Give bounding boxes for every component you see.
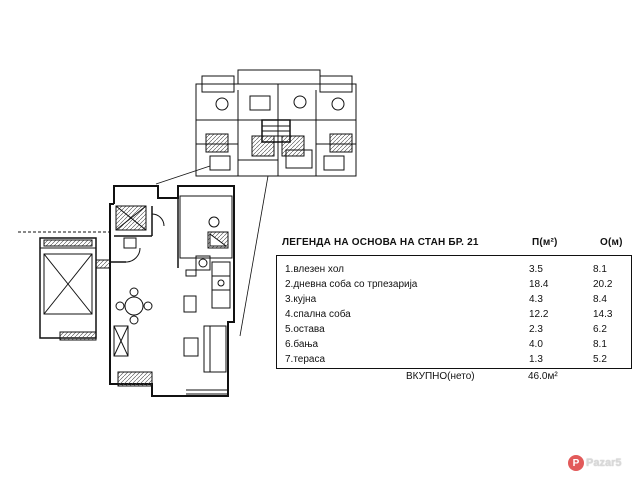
room-perimeter: 8.1 bbox=[593, 264, 607, 275]
apartment-plan bbox=[18, 185, 235, 397]
room-area: 4.3 bbox=[529, 294, 543, 305]
total-value: 46.0м² bbox=[528, 371, 558, 382]
building-key-plan bbox=[195, 69, 357, 177]
legend-row: 4.спална соба 12.2 14.3 bbox=[277, 307, 631, 322]
room-name: 2.дневна соба со трпезарија bbox=[285, 279, 418, 290]
legend-row: 1.влезен хол 3.5 8.1 bbox=[277, 262, 631, 277]
watermark: P Pazar5 bbox=[568, 452, 634, 474]
legend-row: 5.остава 2.3 6.2 bbox=[277, 322, 631, 337]
room-area: 12.2 bbox=[529, 309, 549, 320]
room-name: 4.спална соба bbox=[285, 309, 351, 320]
watermark-text: Pazar5 bbox=[586, 457, 622, 469]
room-name: 7.тераса bbox=[285, 354, 326, 365]
room-area: 1.3 bbox=[529, 354, 543, 365]
room-name: 3.кујна bbox=[285, 294, 317, 305]
room-perimeter: 8.1 bbox=[593, 339, 607, 350]
total-label: ВКУПНО(нето) bbox=[406, 371, 475, 382]
room-area: 4.0 bbox=[529, 339, 543, 350]
room-name: 6.бања bbox=[285, 339, 319, 350]
legend-col-area: П(м²) bbox=[532, 237, 558, 248]
legend-row: 2.дневна соба со трпезарија 18.4 20.2 bbox=[277, 277, 631, 292]
room-perimeter: 14.3 bbox=[593, 309, 613, 320]
room-area: 2.3 bbox=[529, 324, 543, 335]
legend-row: 3.кујна 4.3 8.4 bbox=[277, 292, 631, 307]
legend-col-perimeter: О(м) bbox=[600, 237, 623, 248]
legend-table: 1.влезен хол 3.5 8.1 2.дневна соба со тр… bbox=[276, 255, 632, 369]
room-area: 3.5 bbox=[529, 264, 543, 275]
watermark-logo-icon: P bbox=[568, 455, 584, 471]
room-perimeter: 8.4 bbox=[593, 294, 607, 305]
room-perimeter: 5.2 bbox=[593, 354, 607, 365]
leader-lines bbox=[155, 165, 269, 337]
room-perimeter: 20.2 bbox=[593, 279, 613, 290]
room-name: 1.влезен хол bbox=[285, 264, 344, 275]
room-perimeter: 6.2 bbox=[593, 324, 607, 335]
room-area: 18.4 bbox=[529, 279, 549, 290]
legend-row: 6.бања 4.0 8.1 bbox=[277, 337, 631, 352]
room-name: 5.остава bbox=[285, 324, 325, 335]
legend-title: ЛЕГЕНДА НА ОСНОВА НА СТАН БР. 21 bbox=[282, 237, 479, 248]
legend-row: 7.тераса 1.3 5.2 bbox=[277, 352, 631, 367]
